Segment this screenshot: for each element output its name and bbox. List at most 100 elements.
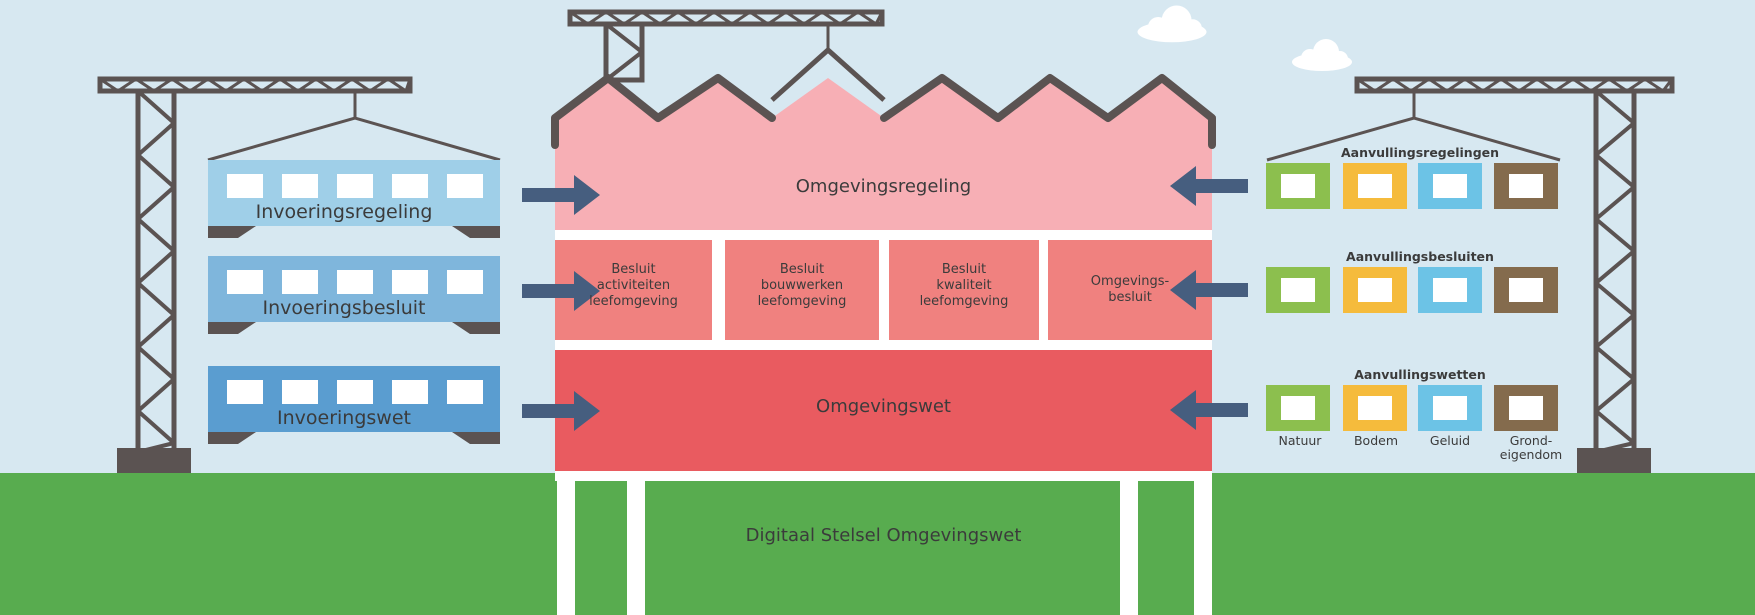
box-label-2: Bodem [1342, 434, 1410, 448]
middle-room-4-line-2: besluit [1108, 290, 1152, 305]
box-label-1: Natuur [1266, 434, 1334, 448]
left-module-label-2: Invoeringsbesluit [262, 297, 426, 319]
right-crane [1266, 76, 1675, 474]
foundation-label: Digitaal Stelsel Omgevingswet [745, 525, 1022, 546]
left-modules [208, 160, 500, 444]
box-label-3: Geluid [1416, 434, 1484, 448]
foundation-area [555, 473, 1212, 615]
middle-room-1-line-3: leefomgeving [589, 294, 678, 309]
left-module-label-1: Invoeringsregeling [255, 201, 433, 223]
module-window [447, 380, 483, 404]
module-window [282, 270, 318, 294]
module-window [337, 270, 373, 294]
left-module-label-3: Invoeringswet [277, 407, 411, 429]
module-window [282, 174, 318, 198]
module-window [227, 380, 263, 404]
right-row-3 [1266, 385, 1558, 431]
middle-room-label-1: Besluit activiteiten leefomgeving [555, 262, 712, 310]
module-window [392, 174, 428, 198]
module-window [392, 380, 428, 404]
right-row-heading-1: Aanvullingsregelingen [1340, 145, 1500, 160]
left-module-2 [208, 256, 500, 334]
middle-room-1-line-1: Besluit [611, 262, 656, 277]
right-row-heading-3: Aanvullingswetten [1354, 367, 1486, 382]
right-row-2 [1266, 267, 1558, 313]
foundation-pillar [627, 463, 645, 615]
box-label-2-line-1: Bodem [1353, 433, 1399, 448]
supplement-box-window [1358, 396, 1392, 420]
module-foot [452, 322, 500, 334]
right-row-heading-2: Aanvullingsbesluiten [1346, 249, 1494, 264]
supplement-box-window [1509, 174, 1543, 198]
arrow-left-3 [1170, 390, 1248, 430]
top-floor-label: Omgevingsregeling [795, 176, 972, 197]
box-label-4-line-2: eigendom [1499, 447, 1563, 462]
ground-floor [555, 350, 1212, 471]
arrow-right-1 [522, 175, 600, 215]
cranes [97, 9, 1675, 474]
module-window [337, 174, 373, 198]
middle-room-2-line-2: bouwwerken [760, 278, 844, 293]
module-foot [208, 226, 256, 238]
middle-room-label-4: Omgevings- besluit [1048, 274, 1212, 306]
module-foot [452, 226, 500, 238]
cloud-1 [1137, 5, 1207, 43]
floor-divider [555, 340, 1212, 350]
cloud-2 [1292, 39, 1352, 71]
arrow-left-1 [1170, 166, 1248, 206]
left-module-3 [208, 366, 500, 444]
middle-floor-room [725, 240, 879, 340]
roof-outline [880, 74, 1216, 149]
box-label-4-line-1: Grond- [1509, 433, 1553, 448]
module-window [227, 270, 263, 294]
middle-room-1-line-2: activiteiten [596, 278, 671, 293]
arrows [522, 166, 1248, 431]
middle-room-4-line-1: Omgevings- [1090, 274, 1170, 289]
right-row-1 [1266, 163, 1558, 209]
module-window [447, 270, 483, 294]
middle-room-3-line-2: kwaliteit [936, 278, 992, 293]
supplement-box-window [1358, 278, 1392, 302]
middle-room-3-line-1: Besluit [941, 262, 987, 277]
supplement-box-window [1433, 278, 1467, 302]
right-boxes [1266, 163, 1558, 431]
module-foot [208, 322, 256, 334]
arrow-right-3 [522, 391, 600, 431]
ground-floor-label: Omgevingswet [816, 396, 951, 417]
floor-divider [555, 230, 1212, 240]
foundation-pillar [1120, 463, 1138, 615]
top-floor [555, 78, 1212, 230]
roof-outline [551, 74, 776, 149]
module-window [392, 270, 428, 294]
foundation-pillar [557, 463, 575, 615]
supplement-box-window [1358, 174, 1392, 198]
supplement-box-window [1509, 396, 1543, 420]
module-window [282, 380, 318, 404]
supplement-box-window [1281, 278, 1315, 302]
arrow-right-2 [522, 271, 600, 311]
supplement-box-window [1433, 174, 1467, 198]
box-label-4: Grond- eigendom [1490, 434, 1572, 462]
middle-room-2-line-1: Besluit [779, 262, 825, 277]
middle-room-label-2: Besluit bouwwerken leefomgeving [725, 262, 879, 310]
arrow-left-2 [1170, 270, 1248, 310]
supplement-box-window [1281, 174, 1315, 198]
left-module-1 [208, 160, 500, 238]
middle-room-label-3: Besluit kwaliteit leefomgeving [889, 262, 1039, 310]
box-label-1-line-1: Natuur [1278, 433, 1322, 448]
module-foot [208, 432, 256, 444]
top-crane [567, 9, 886, 102]
module-window [337, 380, 373, 404]
supplement-box-window [1509, 278, 1543, 302]
supplement-box-window [1281, 396, 1315, 420]
box-label-3-line-1: Geluid [1429, 433, 1471, 448]
supplement-box-window [1433, 396, 1467, 420]
module-window [447, 174, 483, 198]
module-foot [452, 432, 500, 444]
foundation-pillar [1194, 463, 1212, 615]
clouds [1137, 5, 1352, 71]
left-crane [97, 76, 501, 474]
middle-floor-room [889, 240, 1039, 340]
